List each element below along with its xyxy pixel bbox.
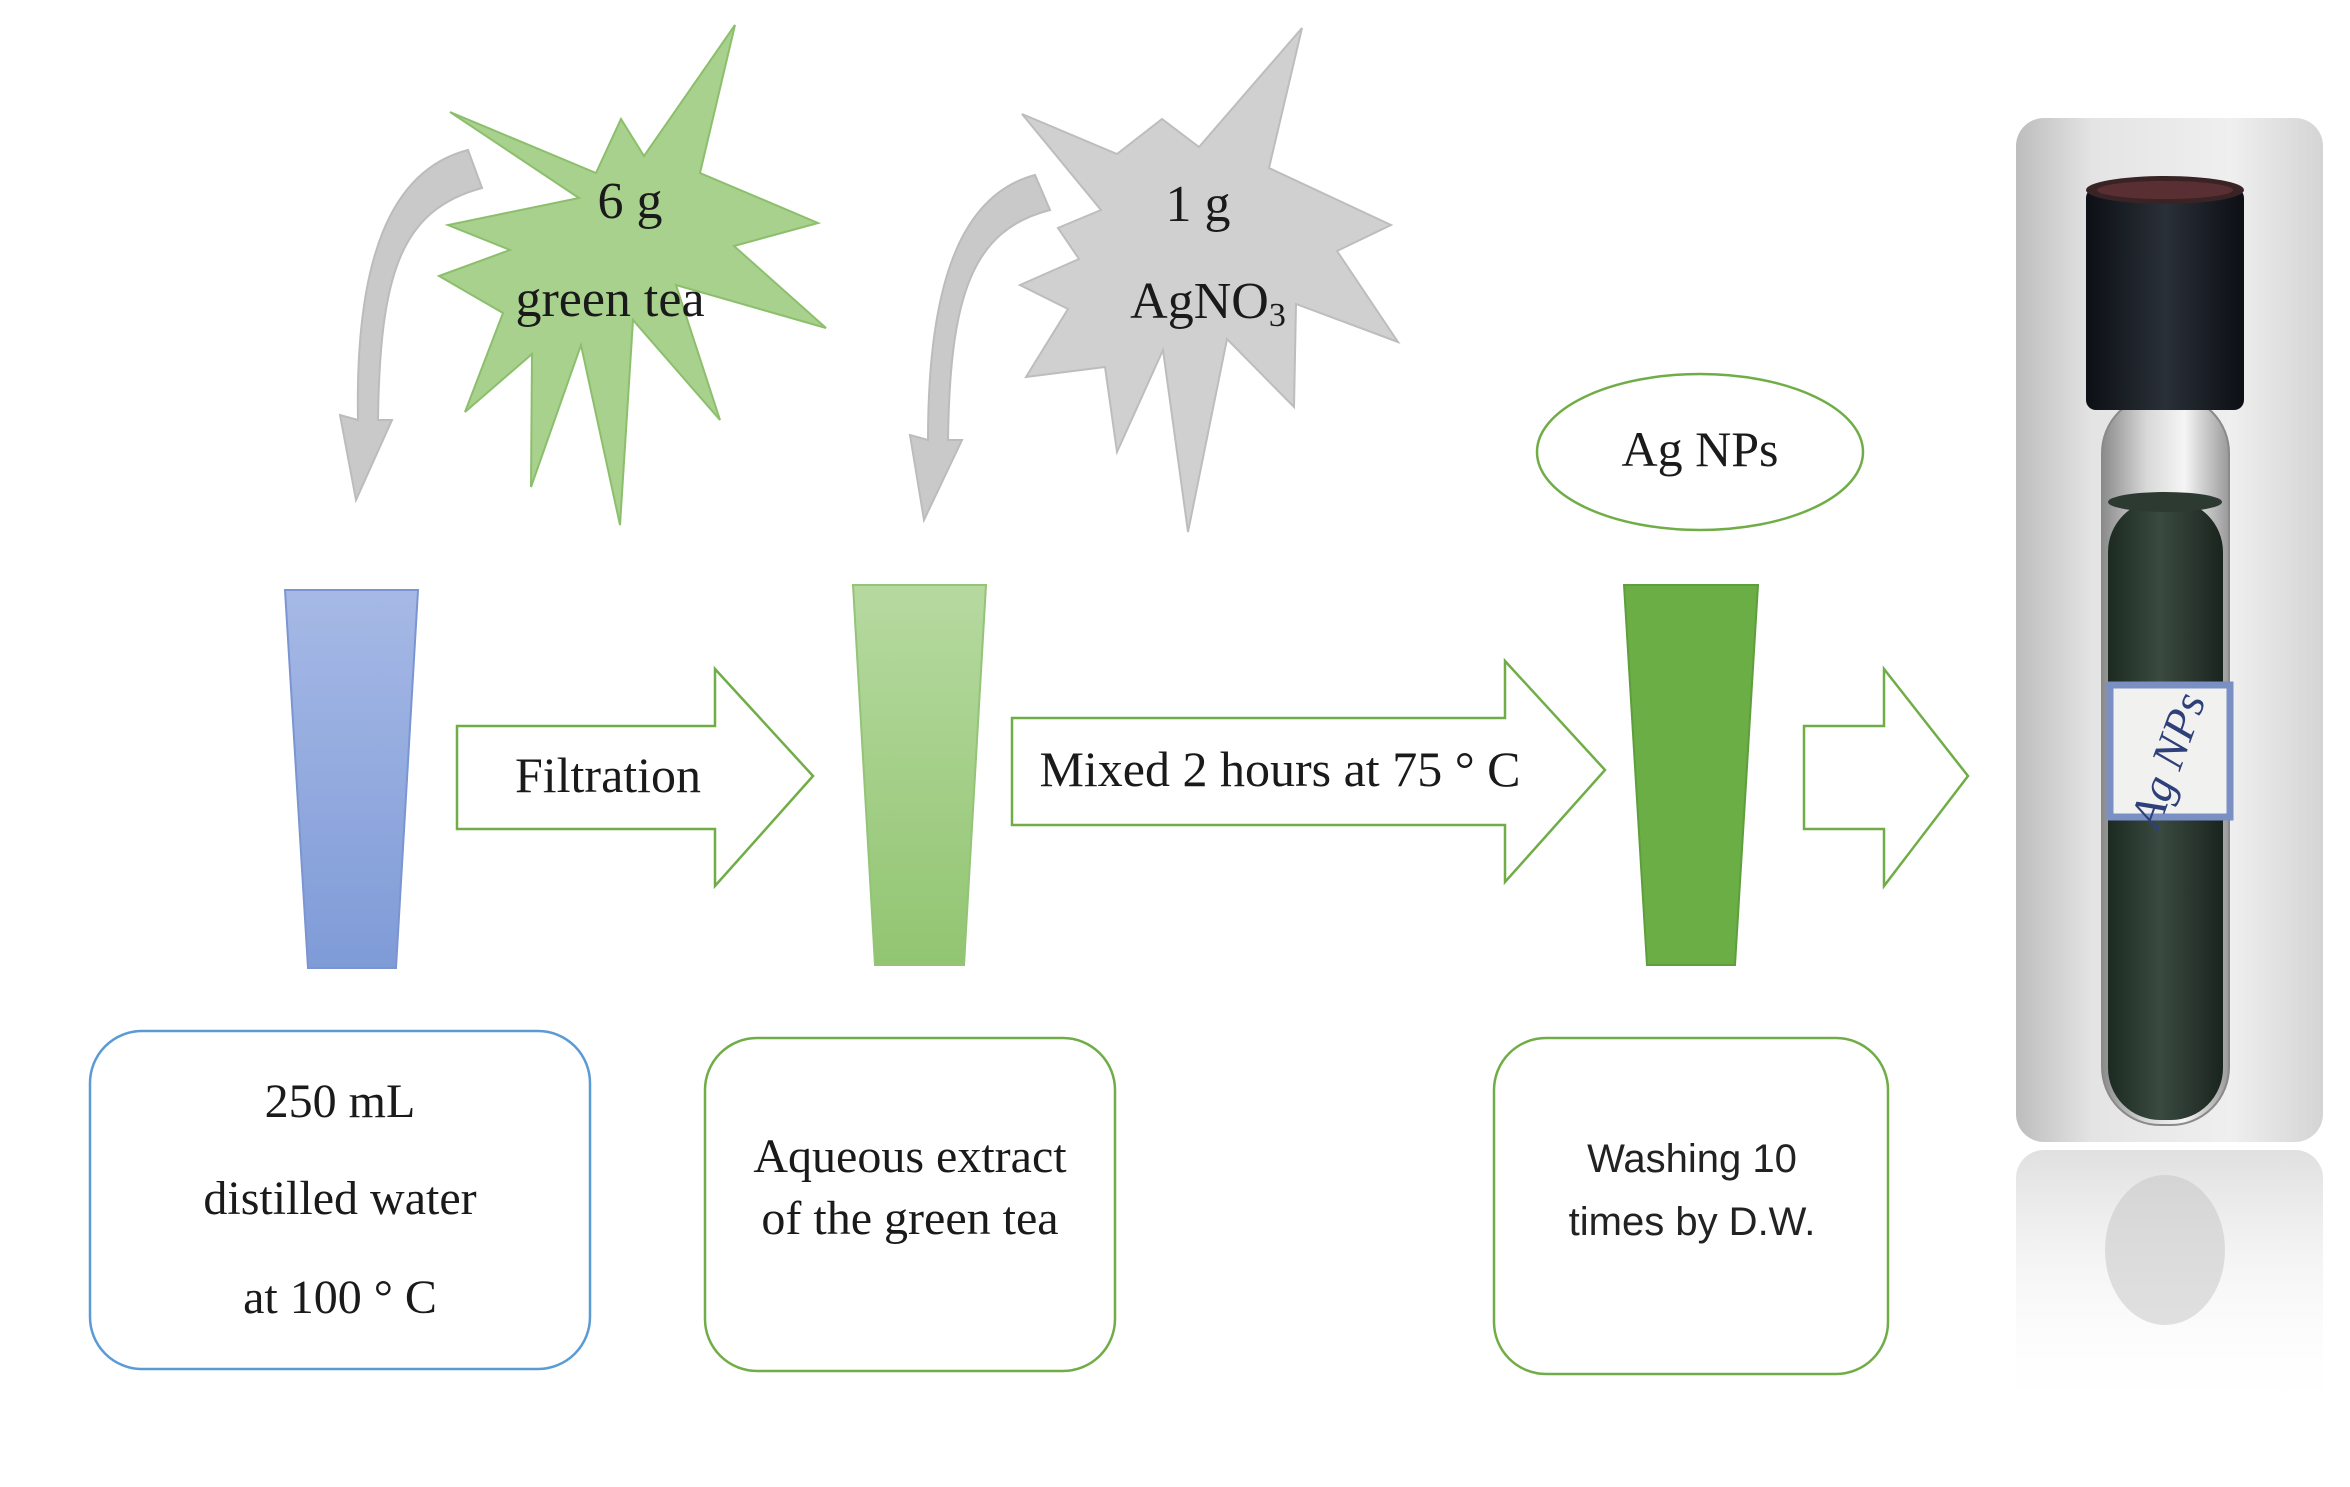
washing-line-2: times by D.W. — [1569, 1200, 1816, 1244]
curved-down-arrow-icon — [908, 173, 1052, 524]
distilled-water-beaker — [283, 589, 420, 969]
extract-line-2: of the green tea — [761, 1192, 1058, 1245]
washing-box — [1492, 1036, 1890, 1376]
agno3-starburst-icon — [1017, 27, 1401, 533]
final-arrow — [1802, 665, 1970, 890]
mixing-arrow — [1010, 657, 1607, 886]
filtration-arrow — [455, 665, 815, 890]
green-tea-amount: 6 g — [598, 173, 663, 230]
water-type: distilled water — [203, 1172, 476, 1225]
filtration-label: Filtration — [515, 747, 701, 803]
water-temperature: at 100 ° C — [243, 1271, 437, 1324]
extract-box — [703, 1036, 1117, 1373]
agno3-formula: AgNO — [1130, 273, 1269, 330]
test-tube-vial-photo — [2016, 118, 2323, 1420]
green-tea-label: green tea — [515, 271, 704, 328]
curved-down-arrow-icon — [338, 148, 484, 504]
green-tea-extract-beaker — [851, 584, 988, 966]
extract-line-1: Aqueous extract — [753, 1130, 1067, 1183]
green-tea-starburst-icon — [436, 24, 827, 526]
washing-line-1: Washing 10 — [1587, 1137, 1797, 1181]
agno3-amount: 1 g — [1166, 176, 1231, 233]
ag-nps-label: Ag NPs — [1622, 421, 1779, 477]
distilled-water-box — [88, 1029, 592, 1371]
agno3-label: AgNO3 — [1130, 273, 1286, 334]
ag-nps-beaker — [1622, 584, 1760, 966]
ag-nps-ellipse — [1535, 372, 1865, 532]
mixing-label: Mixed 2 hours at 75 ° C — [1039, 741, 1520, 797]
water-volume: 250 mL — [265, 1075, 416, 1128]
agno3-subscript: 3 — [1269, 297, 1286, 334]
